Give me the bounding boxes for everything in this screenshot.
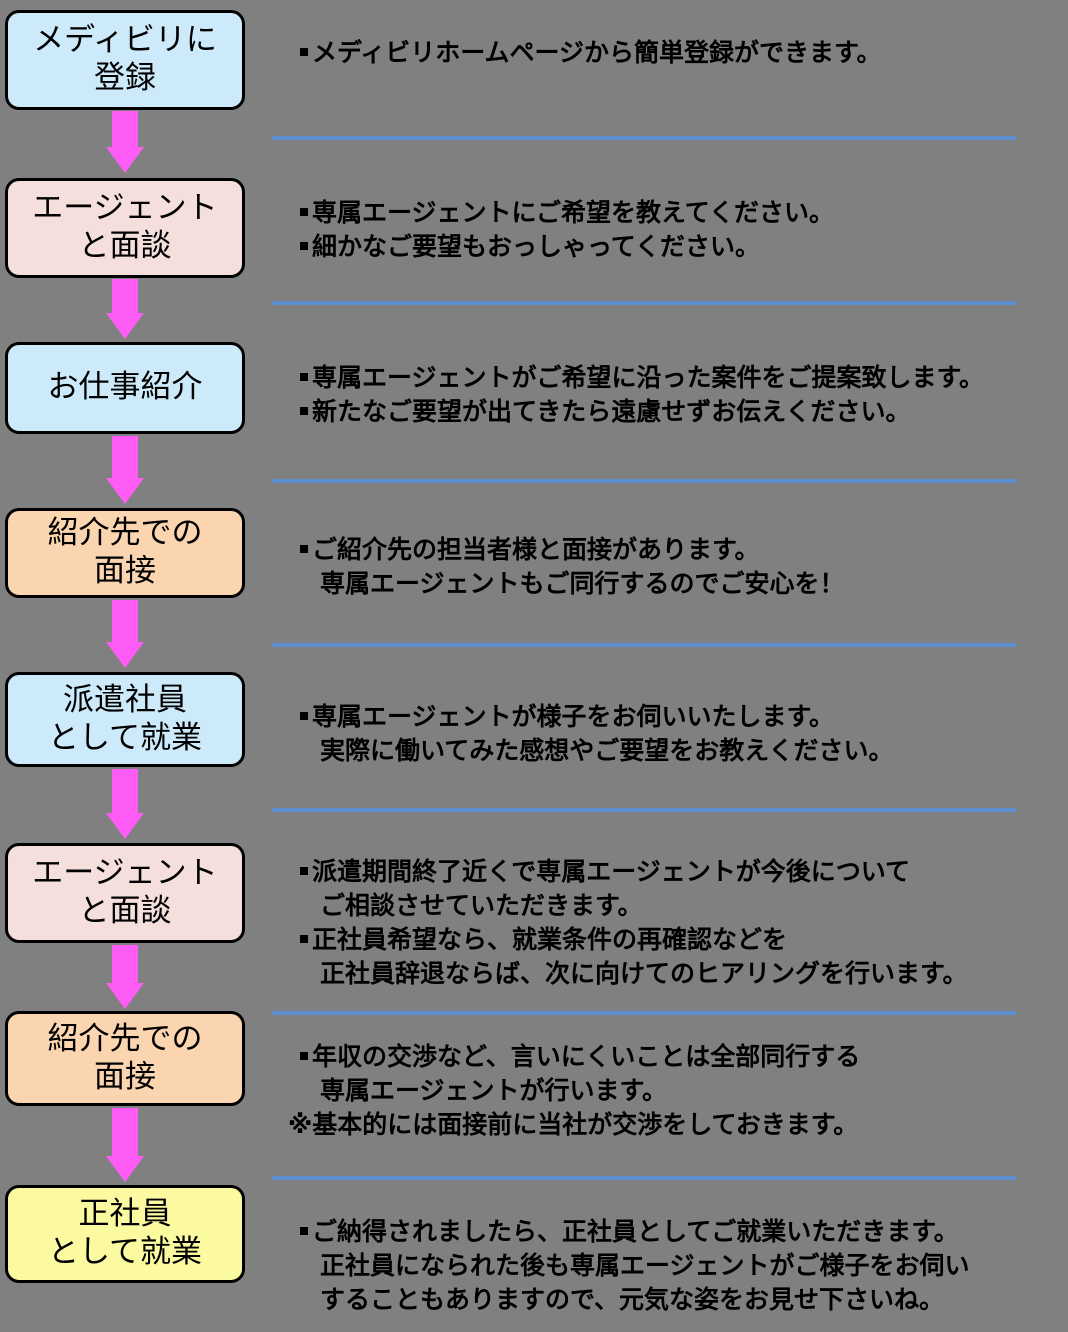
- detail-block-4: ご紹介先の担当者様と面接があります。 専属エージェントもご同行するのでご安心を！: [300, 533, 1060, 601]
- arrow-down-icon-6: [106, 945, 144, 1009]
- arrow-down-icon-1: [106, 111, 144, 173]
- detail-text: 専属エージェントがご希望に沿った案件をご提案致します。: [312, 363, 985, 392]
- detail-row: 派遣期間終了近くで専属エージェントが今後について: [300, 855, 1060, 889]
- detail-row: 新たなご要望が出てきたら遠慮せずお伝えください。: [300, 395, 1060, 429]
- arrow-down-icon-7: [106, 1108, 144, 1182]
- detail-text: 正社員になられた後も専属エージェントがご様子をお伺い: [320, 1251, 970, 1280]
- step-box-8[interactable]: 正社員 として就業: [5, 1185, 245, 1283]
- arrow-down-icon-4: [106, 600, 144, 668]
- detail-row: ご紹介先の担当者様と面接があります。: [300, 533, 1060, 567]
- step-box-1[interactable]: メディビリに 登録: [5, 10, 245, 110]
- step-box-2[interactable]: エージェント と面談: [5, 178, 245, 278]
- detail-row: メディビリホームページから簡単登録ができます。: [300, 36, 1060, 70]
- bullet-icon: [300, 935, 308, 943]
- detail-text: 実際に働いてみた感想やご要望をお教えください。: [320, 736, 894, 765]
- step-8-title-line-2: として就業: [47, 1234, 203, 1270]
- separator-line-5: [272, 808, 1016, 812]
- detail-text: ご納得されましたら、正社員としてご就業いただきます。: [312, 1217, 959, 1246]
- detail-text: 専属エージェントにご希望を教えてください。: [312, 198, 835, 227]
- detail-row: ご相談させていただきます。: [300, 889, 1060, 923]
- bullet-icon: [300, 407, 308, 415]
- detail-block-2: 専属エージェントにご希望を教えてください。 細かなご要望もおっしゃってください。: [300, 196, 1060, 264]
- detail-row: 正社員になられた後も専属エージェントがご様子をお伺い: [300, 1249, 1060, 1283]
- detail-text: 年収の交渉など、言いにくいことは全部同行する: [312, 1042, 861, 1071]
- step-box-3[interactable]: お仕事紹介: [5, 342, 245, 434]
- detail-row: 正社員希望なら、就業条件の再確認などを: [300, 923, 1060, 957]
- step-box-4[interactable]: 紹介先での 面接: [5, 508, 245, 598]
- detail-row: 正社員辞退ならば、次に向けてのヒアリングを行います。: [300, 957, 1060, 991]
- detail-text: 正社員希望なら、就業条件の再確認などを: [312, 925, 788, 954]
- detail-text: 正社員辞退ならば、次に向けてのヒアリングを行います。: [320, 959, 968, 988]
- step-5-title-line-2: として就業: [47, 719, 203, 756]
- step-2-title-line-2: と面談: [78, 228, 172, 264]
- step-8-title-line-1: 正社員: [78, 1196, 172, 1233]
- bullet-icon: [300, 373, 308, 381]
- detail-text: 専属エージェントが様子をお伺いいたします。: [312, 702, 835, 731]
- detail-text: ご相談させていただきます。: [320, 891, 643, 920]
- arrow-down-icon-2: [106, 279, 144, 339]
- separator-line-3: [272, 479, 1016, 483]
- detail-text: 新たなご要望が出てきたら遠慮せずお伝えください。: [312, 397, 911, 426]
- separator-line-7: [272, 1176, 1016, 1180]
- detail-row: ※基本的には面接前に当社が交渉をしておきます。: [288, 1108, 1060, 1142]
- step-1-title-line-2: 登録: [94, 60, 156, 96]
- bullet-icon: [300, 1052, 308, 1060]
- detail-text: 派遣期間終了近くで専属エージェントが今後について: [312, 857, 911, 886]
- separator-line-2: [272, 301, 1016, 305]
- step-3-title-line-1: お仕事紹介: [47, 369, 203, 406]
- step-box-5[interactable]: 派遣社員 として就業: [5, 672, 245, 767]
- step-6-title-line-1: エージェント: [32, 855, 218, 892]
- detail-row: 専属エージェントが行います。: [300, 1074, 1060, 1108]
- step-6-title-line-2: と面談: [78, 893, 172, 929]
- detail-block-5: 専属エージェントが様子をお伺いいたします。 実際に働いてみた感想やご要望をお教え…: [300, 700, 1060, 768]
- detail-block-8: ご納得されましたら、正社員としてご就業いただきます。 正社員になられた後も専属エ…: [300, 1215, 1060, 1317]
- detail-text: ご紹介先の担当者様と面接があります。: [312, 535, 760, 564]
- step-1-title-line-1: メディビリに: [33, 22, 217, 59]
- step-4-title-line-2: 面接: [94, 553, 156, 589]
- detail-text: することもありますので、元気な姿をお見せ下さいね。: [320, 1285, 945, 1314]
- detail-text: 専属エージェントが行います。: [320, 1076, 668, 1105]
- step-box-7[interactable]: 紹介先での 面接: [5, 1011, 245, 1106]
- arrow-down-icon-3: [106, 436, 144, 504]
- detail-row: 年収の交渉など、言いにくいことは全部同行する: [300, 1040, 1060, 1074]
- detail-row: 実際に働いてみた感想やご要望をお教えください。: [300, 734, 1060, 768]
- separator-line-1: [272, 136, 1016, 140]
- detail-block-7: 年収の交渉など、言いにくいことは全部同行する 専属エージェントが行います。 ※基…: [288, 1040, 1060, 1142]
- detail-row: 専属エージェントが様子をお伺いいたします。: [300, 700, 1060, 734]
- bullet-icon: [300, 48, 308, 56]
- bullet-icon: [300, 545, 308, 553]
- bullet-icon: [300, 1227, 308, 1235]
- separator-line-4: [272, 643, 1016, 647]
- separator-line-6: [272, 1011, 1016, 1015]
- detail-row: 専属エージェントもご同行するのでご安心を！: [300, 567, 1060, 601]
- bullet-icon: [300, 867, 308, 875]
- detail-row: ご納得されましたら、正社員としてご就業いただきます。: [300, 1215, 1060, 1249]
- step-4-title-line-1: 紹介先での: [47, 515, 203, 552]
- detail-text: メディビリホームページから簡単登録ができます。: [312, 38, 882, 67]
- detail-row: 専属エージェントがご希望に沿った案件をご提案致します。: [300, 361, 1060, 395]
- detail-text: 専属エージェントもご同行するのでご安心を！: [320, 569, 845, 598]
- bullet-icon: [300, 712, 308, 720]
- detail-row: することもありますので、元気な姿をお見せ下さいね。: [300, 1283, 1060, 1317]
- detail-block-3: 専属エージェントがご希望に沿った案件をご提案致します。 新たなご要望が出てきたら…: [300, 361, 1060, 429]
- detail-row: 専属エージェントにご希望を教えてください。: [300, 196, 1060, 230]
- detail-text-note: ※基本的には面接前に当社が交渉をしておきます。: [288, 1110, 859, 1139]
- arrow-down-icon-5: [106, 769, 144, 839]
- detail-text: 細かなご要望もおっしゃってください。: [312, 232, 761, 261]
- step-2-title-line-1: エージェント: [32, 190, 218, 227]
- step-7-title-line-1: 紹介先での: [47, 1020, 203, 1057]
- step-7-title-line-2: 面接: [94, 1058, 156, 1095]
- detail-row: 細かなご要望もおっしゃってください。: [300, 230, 1060, 264]
- detail-block-1: メディビリホームページから簡単登録ができます。: [300, 36, 1060, 70]
- detail-block-6: 派遣期間終了近くで専属エージェントが今後について ご相談させていただきます。 正…: [300, 855, 1060, 991]
- step-5-title-line-1: 派遣社員: [63, 681, 187, 718]
- bullet-icon: [300, 242, 308, 250]
- step-box-6[interactable]: エージェント と面談: [5, 843, 245, 943]
- bullet-icon: [300, 208, 308, 216]
